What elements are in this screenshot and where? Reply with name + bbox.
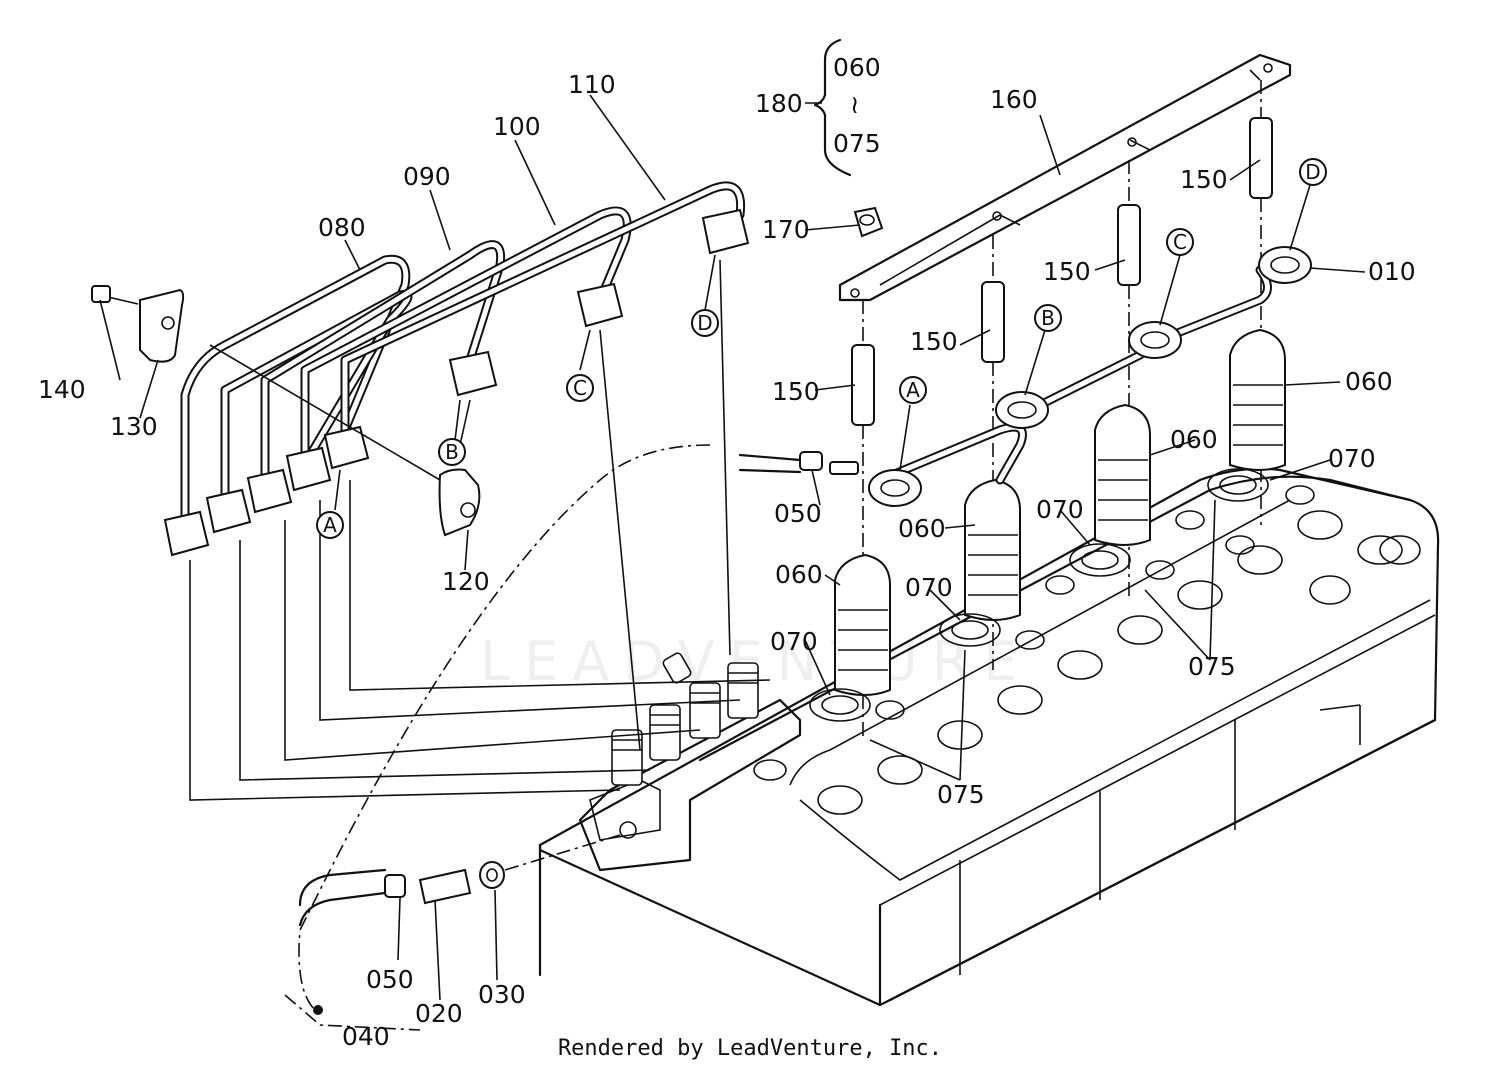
part-label-070-2: 070: [1036, 495, 1084, 524]
part-label-150-2: 150: [1043, 257, 1091, 286]
part-label-080: 080: [318, 213, 366, 242]
part-label-075-left: 075: [937, 780, 985, 809]
part-label-020: 020: [415, 999, 463, 1028]
nut-170: [853, 206, 884, 238]
part-label-120: 120: [442, 567, 490, 596]
group-brace-180: [813, 38, 852, 177]
part-label-180: 180: [755, 89, 803, 118]
connector-a-right: A: [899, 376, 927, 404]
part-label-010: 010: [1368, 257, 1416, 286]
group-label-tilde: ≀: [850, 90, 859, 119]
bolt-140: [91, 285, 139, 305]
connector-d-right: D: [1299, 158, 1327, 186]
clamp-120: [209, 344, 481, 537]
part-label-060-2: 060: [1170, 425, 1218, 454]
part-label-090: 090: [403, 162, 451, 191]
connector-markers: A B C D A B C D: [316, 158, 1327, 539]
part-label-060-4: 060: [775, 560, 823, 589]
connector-b-right: B: [1034, 304, 1062, 332]
part-label-060-3: 060: [898, 514, 946, 543]
part-label-150-1: 150: [1180, 165, 1228, 194]
connector-b-left: B: [438, 438, 466, 466]
part-label-160: 160: [990, 85, 1038, 114]
connector-d-left: D: [691, 309, 719, 337]
part-label-070-3: 070: [905, 573, 953, 602]
part-label-060-1: 060: [1345, 367, 1393, 396]
part-label-030: 030: [478, 980, 526, 1009]
part-label-075-right: 075: [1188, 652, 1236, 681]
connector-c-right: C: [1166, 228, 1194, 256]
part-labels: 010 020 030 040 050 050 060 060 060 060 …: [38, 53, 1416, 1051]
injection-pipes: [163, 181, 771, 801]
part-label-070-4: 070: [770, 627, 818, 656]
fuel-return: [284, 444, 859, 1031]
part-label-040: 040: [342, 1022, 390, 1051]
leak-off-pipe: [838, 53, 1292, 302]
svg-text:D: D: [697, 311, 712, 335]
group-label-075: 075: [833, 129, 881, 158]
svg-text:A: A: [323, 513, 337, 537]
svg-text:B: B: [1041, 306, 1055, 330]
overflow-pipe: [868, 246, 1312, 507]
part-label-070-1: 070: [1328, 444, 1376, 473]
part-label-100: 100: [493, 112, 541, 141]
part-label-050-return: 050: [366, 965, 414, 994]
svg-text:A: A: [906, 378, 920, 402]
svg-text:D: D: [1305, 160, 1320, 184]
cylinder-head: [538, 467, 1440, 1007]
footer-credit: Rendered by LeadVenture, Inc.: [557, 1036, 943, 1061]
svg-text:B: B: [445, 440, 459, 464]
connector-c-left: C: [566, 374, 594, 402]
svg-text:C: C: [573, 376, 587, 400]
part-label-150-4: 150: [772, 377, 820, 406]
part-label-150-3: 150: [910, 327, 958, 356]
part-label-170: 170: [762, 215, 810, 244]
leader-lines: [99, 94, 1366, 1001]
clamp-130: [139, 288, 185, 363]
group-label-060: 060: [833, 53, 881, 82]
part-label-050-hose: 050: [774, 499, 822, 528]
part-label-130: 130: [110, 412, 158, 441]
part-label-110: 110: [568, 70, 616, 99]
svg-text:C: C: [1173, 230, 1187, 254]
connector-a-left: A: [316, 511, 344, 539]
part-label-140: 140: [38, 375, 86, 404]
nozzle-holders: [809, 328, 1286, 722]
injection-pump: [578, 652, 802, 872]
